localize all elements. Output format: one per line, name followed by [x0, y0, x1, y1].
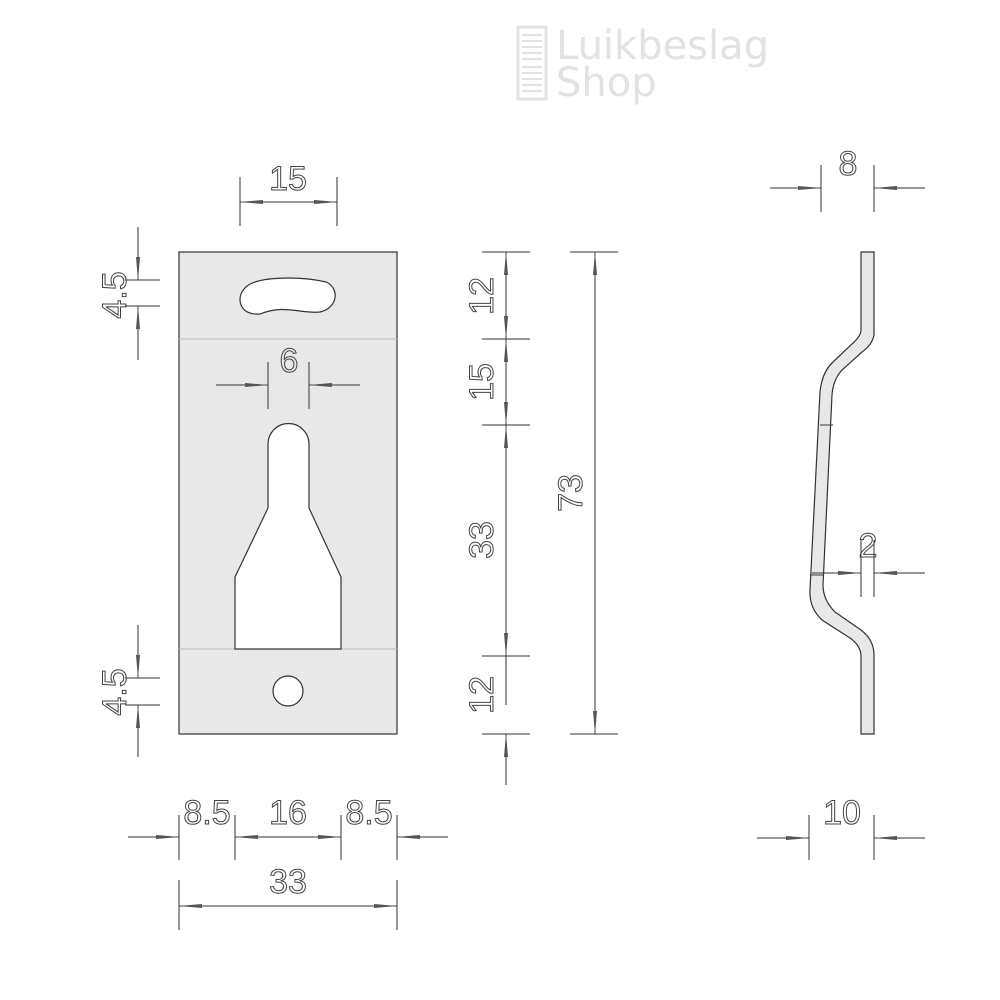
dim-total-height: 73 — [552, 251, 618, 735]
dim-depth: 10 — [757, 794, 925, 860]
dim-offset-top: 8 — [770, 145, 925, 212]
hanging-slot — [239, 277, 336, 315]
dim-keyhole-width: 6 — [216, 342, 360, 409]
side-profile — [809, 251, 875, 735]
dim-height-chain: 12 15 33 12 — [463, 251, 530, 785]
front-view — [178, 251, 398, 735]
dim-top-slot-height: 4.5 — [96, 227, 160, 360]
dim-label: 8.5 — [345, 794, 392, 832]
dim-label: 4.5 — [96, 271, 134, 318]
dim-label: 12 — [463, 277, 501, 315]
dim-total-width: 33 — [178, 863, 398, 930]
dim-label: 6 — [280, 342, 299, 380]
keyhole-cutout — [234, 422, 342, 650]
dim-label: 12 — [463, 676, 501, 714]
logo-text-line2: Shop — [556, 60, 657, 106]
dim-slot-width: 15 — [239, 160, 338, 226]
dim-thickness: 2 — [812, 527, 925, 597]
dim-bottom-hole-height: 4.5 — [96, 625, 160, 757]
dim-width-chain: 8.5 16 8.5 — [128, 794, 448, 860]
dim-label: 2 — [859, 527, 878, 565]
logo: Luikbeslag Shop — [516, 23, 769, 106]
dim-label: 15 — [463, 363, 501, 401]
dim-label: 10 — [823, 794, 861, 832]
dim-label: 16 — [269, 794, 307, 832]
side-view — [809, 251, 875, 735]
mounting-hole — [272, 675, 304, 707]
dim-label: 33 — [463, 521, 501, 559]
dim-label: 73 — [552, 474, 590, 512]
dim-label: 8 — [839, 145, 858, 183]
dim-label: 33 — [269, 863, 307, 901]
dim-label: 4.5 — [96, 668, 134, 715]
logo-shutter-icon — [516, 25, 548, 101]
dim-label: 8.5 — [183, 794, 230, 832]
logo-text-line1: Luikbeslag — [556, 23, 769, 69]
dim-label: 15 — [269, 160, 307, 198]
